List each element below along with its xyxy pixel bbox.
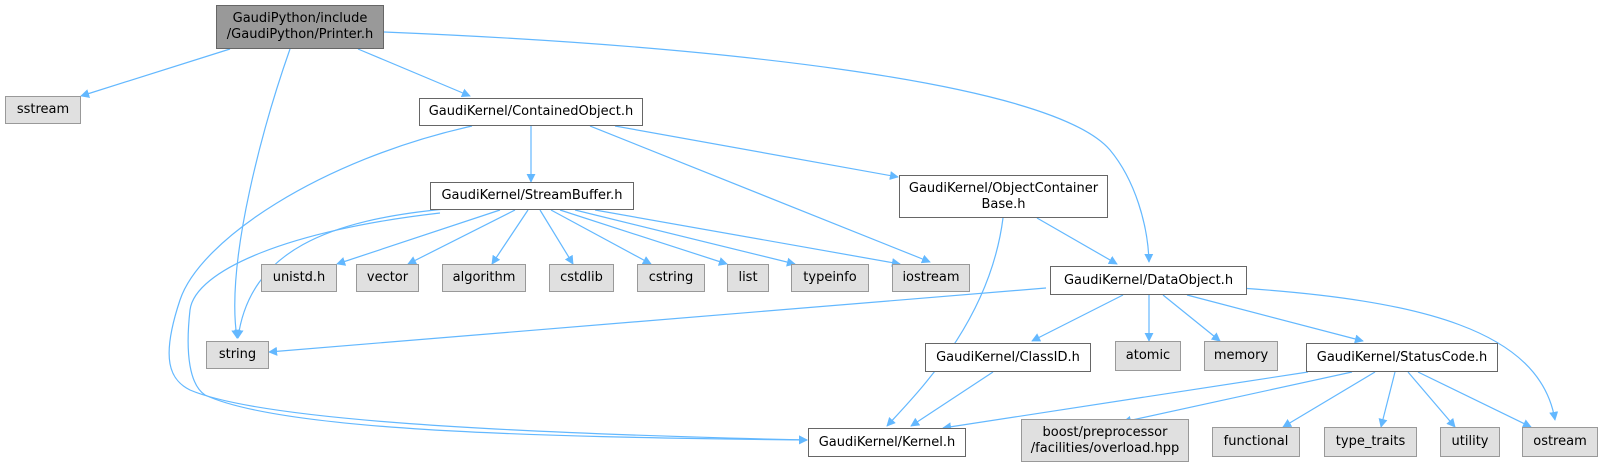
edge-dataobject-statuscode xyxy=(1186,294,1364,344)
node-cstring[interactable]: cstring xyxy=(637,264,705,292)
node-overload-hpp[interactable]: boost/preprocessor /facilities/overload.… xyxy=(1021,419,1189,462)
node-list[interactable]: list xyxy=(727,264,769,292)
edge-dataobject-ostream xyxy=(1239,287,1559,421)
node-streambuffer-h[interactable]: GaudiKernel/StreamBuffer.h xyxy=(430,182,634,210)
edge-streambuffer-cstring xyxy=(550,209,652,265)
edge-streambuffer-vector xyxy=(407,209,516,265)
node-typeinfo[interactable]: typeinfo xyxy=(791,264,869,292)
node-algorithm[interactable]: algorithm xyxy=(442,264,526,292)
edge-statuscode-overload xyxy=(1122,371,1353,425)
edge-streambuffer-algorithm xyxy=(491,209,529,265)
node-sstream[interactable]: sstream xyxy=(5,96,81,124)
node-utility[interactable]: utility xyxy=(1440,427,1500,457)
edge-statuscode-type_traits xyxy=(1378,371,1396,428)
node-functional[interactable]: functional xyxy=(1212,427,1300,457)
edge-streambuffer-unistd xyxy=(336,209,501,266)
node-unistd-h[interactable]: unistd.h xyxy=(261,264,337,292)
edge-statuscode-ostream xyxy=(1417,371,1532,428)
edge-statuscode-utility xyxy=(1407,371,1456,428)
edge-printer-containedobject xyxy=(357,48,471,98)
node-statuscode-h[interactable]: GaudiKernel/StatusCode.h xyxy=(1306,343,1498,372)
edge-printer-dataobject xyxy=(383,31,1154,263)
node-kernel-h[interactable]: GaudiKernel/Kernel.h xyxy=(808,428,966,457)
edge-streambuffer-string xyxy=(234,208,446,339)
edge-streambuffer-typeinfo xyxy=(574,209,796,267)
edge-containedobject-objectcontainerbase xyxy=(614,125,899,180)
edge-printer-sstream xyxy=(80,48,231,98)
node-dataobject-h[interactable]: GaudiKernel/DataObject.h xyxy=(1050,266,1247,295)
edge-dataobject-memory xyxy=(1162,294,1221,342)
edge-classid-kernel xyxy=(910,371,994,427)
edge-streambuffer-cstdlib xyxy=(539,209,574,265)
node-containedobject-h[interactable]: GaudiKernel/ContainedObject.h xyxy=(419,98,643,126)
edge-streambuffer-iostream xyxy=(594,209,901,268)
edge-streambuffer-list xyxy=(559,209,728,266)
edge-streambuffer-kernel xyxy=(187,212,808,445)
edge-printer-string xyxy=(231,48,291,339)
node-printer-h[interactable]: GaudiPython/include /GaudiPython/Printer… xyxy=(216,5,384,49)
edge-objectcontainerbase-kernel xyxy=(886,217,1004,427)
edge-objectcontainerbase-dataobject xyxy=(1036,217,1118,265)
node-cstdlib[interactable]: cstdlib xyxy=(549,264,614,292)
node-vector[interactable]: vector xyxy=(356,264,419,292)
node-string[interactable]: string xyxy=(206,341,269,369)
edge-dataobject-classid xyxy=(1031,294,1124,342)
edge-containedobject-kernel xyxy=(168,125,808,445)
node-classid-h[interactable]: GaudiKernel/ClassID.h xyxy=(925,343,1091,372)
node-objectcontainerbase-h[interactable]: GaudiKernel/ObjectContainer Base.h xyxy=(899,175,1108,218)
edge-containedobject-iostream xyxy=(589,125,931,264)
node-iostream[interactable]: iostream xyxy=(892,264,970,292)
node-memory[interactable]: memory xyxy=(1204,341,1278,371)
edge-dataobject-string xyxy=(268,287,1047,356)
edge-statuscode-kernel xyxy=(942,371,1309,432)
node-type_traits[interactable]: type_traits xyxy=(1324,427,1417,457)
node-ostream[interactable]: ostream xyxy=(1522,427,1598,457)
edge-statuscode-functional xyxy=(1282,371,1376,428)
node-atomic[interactable]: atomic xyxy=(1115,341,1181,371)
